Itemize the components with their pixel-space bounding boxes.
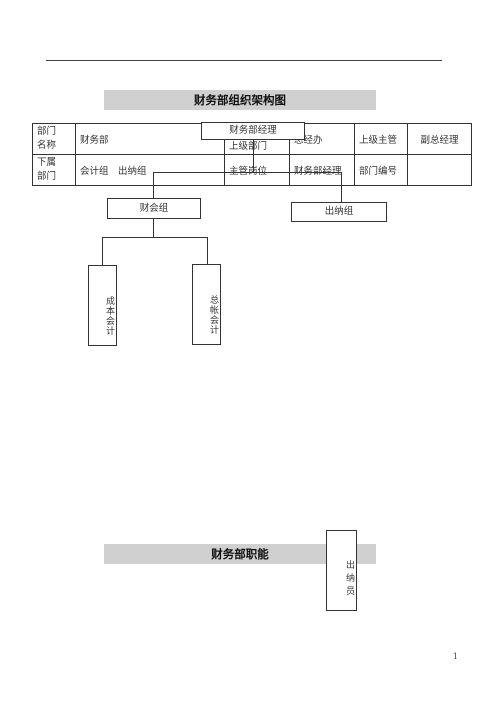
position-value: 财务部经理 <box>289 154 355 186</box>
node-accounting-group: 财会组 <box>107 198 201 219</box>
node-cost-accountant: 成本会计 <box>88 265 117 346</box>
node-cashier: 出纳员 <box>326 530 357 611</box>
functions-title: 财务部职能 <box>104 544 376 564</box>
sub-dept-value: 会计组 出纳组 <box>75 154 225 186</box>
position-label: 主管岗位 <box>224 154 290 186</box>
node-general-accountant: 总帐会计 <box>192 264 221 345</box>
dept-name-value: 财务部 <box>75 123 225 155</box>
connector-accounting-down <box>153 219 154 237</box>
dept-code-label: 部门编号 <box>354 154 408 186</box>
org-chart-title: 财务部组织架构图 <box>104 90 376 110</box>
sub-dept-label: 下属 部门 <box>32 154 76 186</box>
connector-horizontal <box>153 172 341 173</box>
superior-manager-label: 上级主管 <box>354 123 408 155</box>
dept-code-value <box>407 154 472 186</box>
connector-to-cost <box>102 237 103 265</box>
dept-name-label: 部门 名称 <box>32 123 76 155</box>
connector-to-accounting <box>153 172 154 198</box>
connector-to-cashier <box>341 172 342 202</box>
superior-manager-value: 副总经理 <box>407 123 472 155</box>
connector-sub-horizontal <box>102 237 208 238</box>
node-finance-manager: 财务部经理 <box>201 122 305 140</box>
page-number: 1 <box>452 652 458 661</box>
header-rule <box>46 60 442 61</box>
connector-manager-down <box>253 140 254 172</box>
node-cashier-group: 出纳组 <box>291 202 387 222</box>
connector-to-general <box>207 237 208 264</box>
